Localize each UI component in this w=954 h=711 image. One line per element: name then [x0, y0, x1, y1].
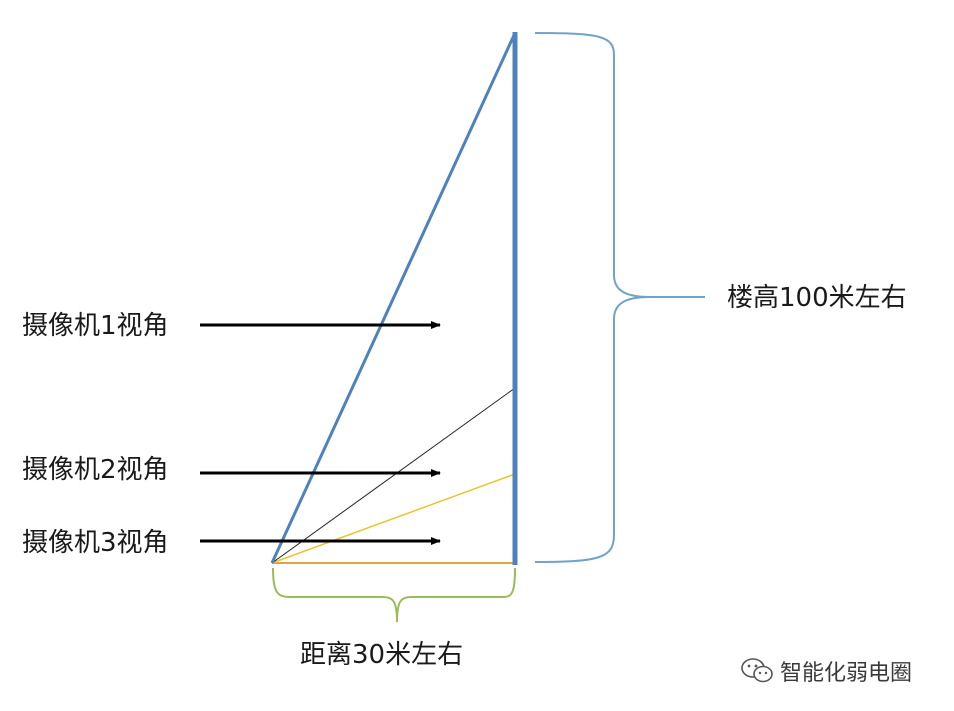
camera-1-label: 摄像机1视角	[22, 311, 169, 341]
building-height-label: 楼高100米左右	[727, 283, 907, 313]
watermark-text: 智能化弱电圈	[780, 661, 913, 686]
distance-label: 距离30米左右	[300, 640, 464, 670]
watermark: 智能化弱电圈	[740, 655, 912, 687]
wechat-icon	[741, 658, 773, 683]
camera-1-ray	[270, 32, 517, 564]
camera-2-label: 摄像机2视角	[22, 455, 169, 485]
camera-2-ray	[271, 387, 516, 564]
camera-3-label: 摄像机3视角	[22, 528, 169, 558]
camera-3-ray	[271, 473, 516, 564]
height-brace	[534, 32, 705, 563]
distance-brace	[272, 567, 516, 623]
